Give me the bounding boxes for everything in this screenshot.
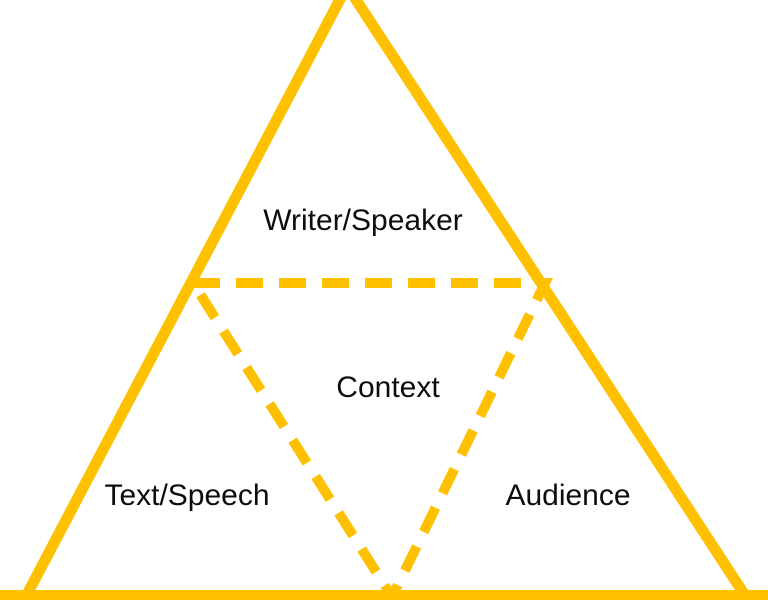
label-writer-speaker: Writer/Speaker <box>263 204 463 237</box>
label-text-speech: Text/Speech <box>104 479 270 512</box>
label-audience: Audience <box>505 479 631 512</box>
outer-triangle <box>19 0 753 600</box>
inner-dashed-triangle <box>183 278 553 600</box>
label-context: Context <box>336 371 440 404</box>
